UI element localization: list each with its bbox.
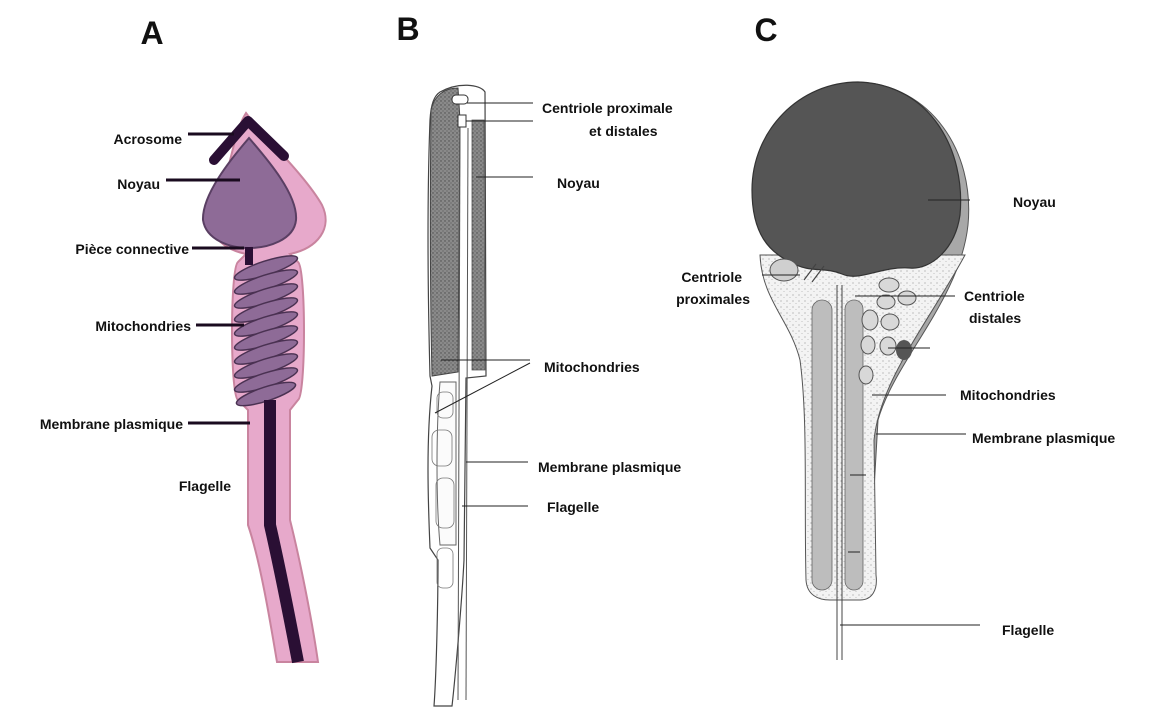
panel-c-centriole-proximal-1 [770, 259, 798, 281]
panel-b-membrane-label: Membrane plasmique [538, 459, 681, 475]
panel-b: B Centriole proxima [396, 11, 681, 706]
panel-a: A [40, 15, 326, 662]
panel-a-sperm-illustration [203, 113, 326, 662]
panel-b-letter: B [396, 11, 419, 47]
panel-b-nucleus-stipple [430, 88, 460, 376]
panel-a-noyau-label: Noyau [117, 176, 160, 192]
panel-a-flagelle-label: Flagelle [179, 478, 231, 494]
panel-a-membrane-label: Membrane plasmique [40, 416, 183, 432]
panel-a-mitochondries-label: Mitochondries [95, 318, 191, 334]
panel-a-piece-connective-label: Pièce connective [75, 241, 189, 257]
panel-b-nucleus-right-stipple [472, 120, 485, 370]
panel-b-mitochondries-label: Mitochondries [544, 359, 640, 375]
panel-c-letter: C [754, 12, 777, 48]
panel-b-centriole-label-line1: Centriole proximale [542, 100, 673, 116]
panel-a-acrosome-label: Acrosome [114, 131, 183, 147]
panel-c-noyau-label: Noyau [1013, 194, 1056, 210]
panel-c-mitochondries-label: Mitochondries [960, 387, 1056, 403]
panel-b-centriole-distal [458, 115, 466, 127]
panel-c-flagelle-label: Flagelle [1002, 622, 1054, 638]
panel-c-centriole-prox-label-line1: Centriole [681, 269, 742, 285]
panel-a-connecting-piece-shape [245, 247, 253, 265]
panel-b-flagelle-label: Flagelle [547, 499, 599, 515]
panel-c-centriole-dist-label-line1: Centriole [964, 288, 1025, 304]
panel-b-noyau-label: Noyau [557, 175, 600, 191]
panel-a-letter: A [140, 15, 163, 51]
panel-c-centriole-prox-label-line2: proximales [676, 291, 750, 307]
panel-b-centriole-label-line2: et distales [589, 123, 658, 139]
panel-c: C [676, 12, 1115, 660]
panel-c-axial-bar-right [845, 300, 863, 590]
panel-c-axial-bar-left [812, 300, 832, 590]
panel-b-sperm-illustration [428, 85, 486, 706]
panel-c-centriole-dist-label-line2: distales [969, 310, 1021, 326]
panel-c-sperm-illustration [752, 82, 969, 660]
panel-c-membrane-label: Membrane plasmique [972, 430, 1115, 446]
panel-b-centriole-proximal [452, 95, 468, 104]
panel-c-dark-mitochondrion [896, 340, 912, 360]
panel-a-mitochondria-coils [232, 251, 299, 410]
